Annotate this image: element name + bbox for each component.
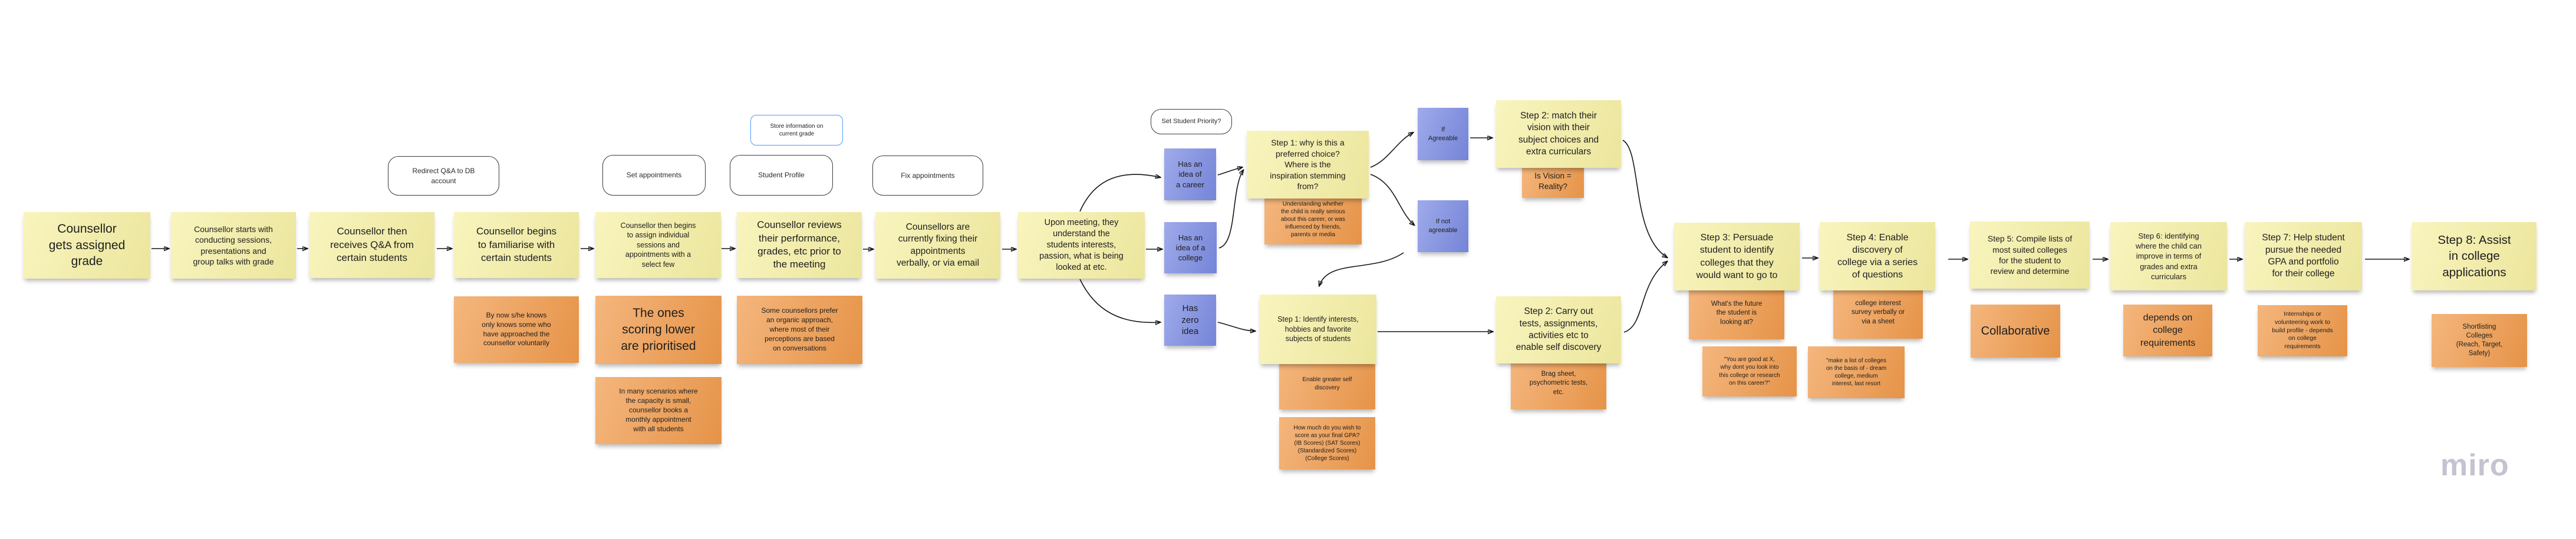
note-step2-carry-out-tests[interactable]: Step 2: Carry out tests, assignments, ac… [1496, 296, 1621, 363]
note-college-interest-survey[interactable]: college interest survey verbally or via … [1833, 287, 1923, 339]
note-scoring-lower-prioritised[interactable]: The ones scoring lower are prioritised [595, 296, 722, 364]
arrow-college-step1 [1218, 170, 1243, 249]
arrow-carryout-step3 [1623, 262, 1667, 333]
note-step3-persuade[interactable]: Step 3: Persuade student to identify col… [1674, 223, 1800, 290]
note-organic-approach[interactable]: Some counsellors prefer an organic appro… [737, 296, 862, 364]
note-final-gpa-scores[interactable]: How much do you wish to score as your fi… [1279, 417, 1375, 469]
note-enable-greater-self-discovery[interactable]: Enable greater self discovery [1279, 358, 1375, 409]
note-shortlisting-colleges[interactable]: Shortlisting Colleges (Reach, Target, Sa… [2432, 314, 2527, 367]
note-if-agreeable[interactable]: If Agreeable [1418, 108, 1468, 160]
arrow-if-not-agreeable-identify [1319, 252, 1404, 286]
note-understanding-whether[interactable]: Understanding whether the child is reall… [1264, 194, 1362, 244]
label-redirect-qa-db[interactable]: Redirect Q&A to DB account [388, 156, 499, 196]
note-whats-the-future[interactable]: What's the future the student is looking… [1689, 287, 1784, 339]
note-is-vision-reality[interactable]: Is Vision = Reality? [1522, 164, 1584, 198]
note-collaborative[interactable]: Collaborative [1971, 305, 2060, 358]
miro-watermark-logo: miro [2440, 448, 2509, 482]
note-step6-identifying-improve[interactable]: Step 6: identifying where the child can … [2110, 222, 2227, 290]
note-brag-sheet[interactable]: Brag sheet, psychometric tests, etc. [1511, 358, 1606, 409]
note-counsellor-receives-qa[interactable]: Counsellor then receives Q&A from certai… [309, 212, 434, 278]
note-fixing-appointments[interactable]: Counsellors are currently fixing their a… [875, 212, 1000, 279]
arrow-step2match-step3 [1622, 140, 1667, 257]
note-by-now-knows[interactable]: By now s/he knows only knows some who ha… [454, 296, 579, 363]
note-has-idea-career[interactable]: Has an idea of a career [1164, 148, 1216, 200]
note-has-idea-college[interactable]: Has an idea of a college [1164, 222, 1217, 273]
arrow-zero-idea-identify [1217, 322, 1255, 331]
note-step2-match-vision[interactable]: Step 2: match their vision with their su… [1496, 100, 1621, 168]
note-monthly-appointment[interactable]: In many scenarios where the capacity is … [595, 377, 722, 444]
note-upon-meeting[interactable]: Upon meeting, they understand the studen… [1018, 212, 1145, 279]
note-counsellor-gets-assigned-grade[interactable]: Counsellor gets assigned grade [24, 212, 150, 279]
label-set-appointments[interactable]: Set appointments [602, 155, 706, 196]
note-step4-enable-discovery[interactable]: Step 4: Enable discovery of college via … [1820, 222, 1935, 290]
note-if-not-agreeable[interactable]: If not agreeable [1418, 200, 1468, 252]
note-make-a-list-of-colleges[interactable]: "make a list of colleges on the basis of… [1808, 346, 1905, 398]
note-step5-compile-lists[interactable]: Step 5: Compile lists of most suited col… [1970, 221, 2090, 289]
label-set-student-priority[interactable]: Set Student Priority? [1151, 109, 1232, 134]
arrow-career-step1 [1217, 167, 1242, 176]
note-step8-assist-applications[interactable]: Step 8: Assist in college applications [2412, 222, 2537, 290]
note-depends-on-college-requirements[interactable]: depends on college requirements [2123, 305, 2212, 356]
arrow-meeting-zero-idea [1079, 279, 1160, 322]
note-counsellor-familiarise[interactable]: Counsellor begins to familiarise with ce… [454, 212, 579, 278]
label-student-profile[interactable]: Student Profile [730, 155, 833, 196]
note-assign-individual-sessions[interactable]: Counsellor then begins to assign individ… [595, 212, 721, 278]
note-counsellor-starts-sessions[interactable]: Counsellor starts with conducting sessio… [171, 212, 296, 279]
note-you-are-good-at-x[interactable]: "You are good at X, why dont you look in… [1702, 346, 1797, 396]
note-step1-identify-interests[interactable]: Step 1: Identify interests, hobbies and … [1260, 295, 1376, 364]
note-reviews-performance[interactable]: Counsellor reviews their performance, gr… [737, 212, 862, 278]
note-step7-help-student[interactable]: Step 7: Help student pursue the needed G… [2245, 222, 2362, 290]
note-has-zero-idea[interactable]: Has zero idea [1164, 295, 1216, 346]
note-step1-preferred-choice[interactable]: Step 1: why is this a preferred choice? … [1247, 131, 1369, 199]
label-store-information[interactable]: Store information on current grade [750, 115, 843, 146]
note-internships-volunteering[interactable]: Internships or volunteering work to buil… [2258, 305, 2347, 356]
arrow-step1-if-agreeable [1370, 133, 1413, 168]
arrow-step1-if-not-agreeable [1370, 174, 1414, 225]
arrow-meeting-career [1079, 174, 1160, 212]
label-fix-appointments[interactable]: Fix appointments [872, 156, 983, 196]
